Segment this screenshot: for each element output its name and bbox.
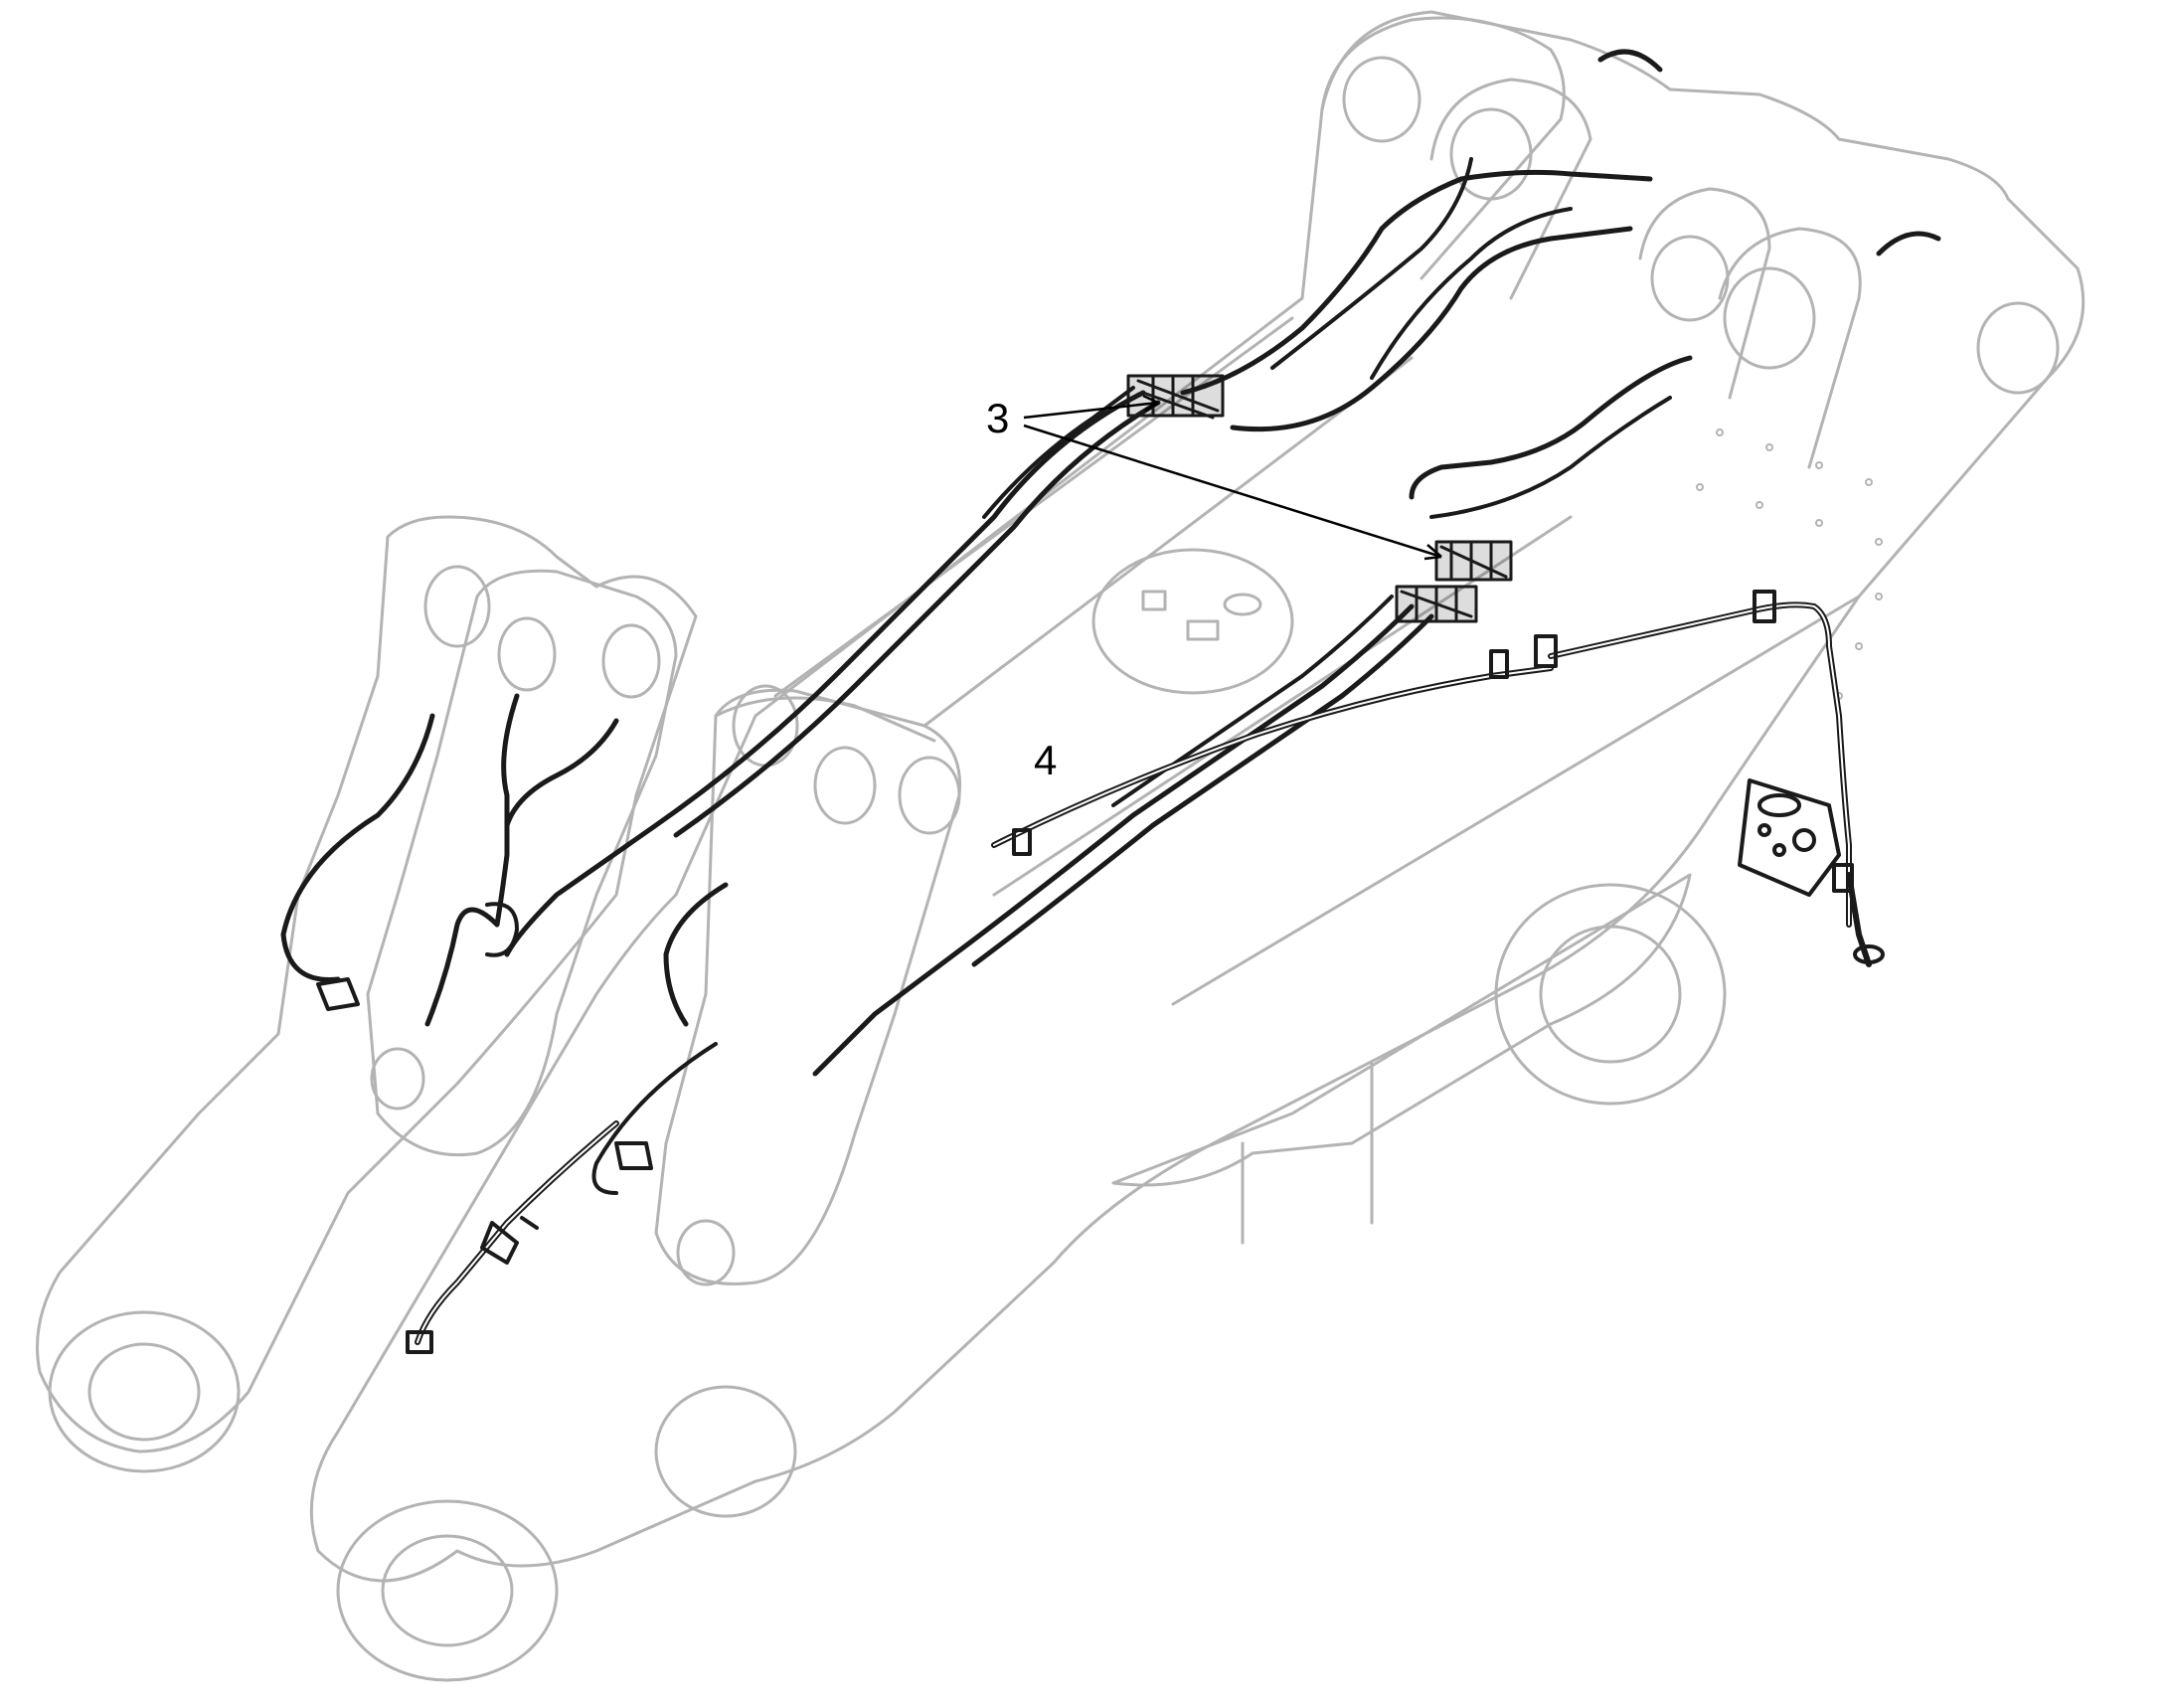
leader-three-to-upper-block [1023,401,1159,420]
cover-boss [1223,593,1262,616]
centre-lug-hose-clamp [614,1141,653,1170]
tube-right-run [1548,601,1852,928]
mount-bracket-plate [1738,778,1841,897]
tube-bracket-drop [1846,872,1872,967]
hose-top-far-right [1876,231,1941,256]
upper-lug-bore-4 [1723,266,1816,370]
centre-pivot-eye-inner [381,1534,514,1647]
centre-lug-side [714,696,936,743]
hose-top-right-end [1597,49,1663,73]
hose-upper-loop-2 [1230,226,1633,432]
hose-centre-lug-1 [663,882,729,1027]
hose-bundle-upper-a [504,390,1146,957]
upper-lug-plate-a [1320,16,1566,280]
boom-left-arm-outline [36,515,698,1453]
hose-left-arm-2 [494,693,520,928]
hose-right-valve-2 [1429,396,1672,519]
upper-lug-plate-d [1718,227,1862,469]
centre-pivot-eye-outer [336,1499,559,1682]
hose-right-valve-1 [1409,355,1693,500]
hose-bundle-upper-c [982,386,1135,519]
hose-upper-loop-3 [1370,207,1573,380]
valve-block-upper [1126,374,1225,420]
cover-bolt-2 [1186,619,1220,641]
boom-deck-edge-4 [1171,595,1861,1006]
valve-block-lower [1434,540,1513,582]
cover-bolt-1 [1141,590,1167,611]
centre-lug-bore-c [898,756,961,835]
tube-four-inner [993,667,1552,846]
hose-lower-end-fitting [406,1330,433,1354]
hose-left-arm-loop [485,902,519,957]
hose-upper-loop-1 [1180,169,1653,396]
hose-bundle-lower-b [971,613,1434,967]
hose-routing [280,49,1941,1354]
upper-lug-bore-1 [1342,56,1421,143]
left-pivot-eye-inner [87,1342,201,1442]
hose-left-arm-4 [424,907,500,1027]
boom-deck-edge-2 [922,356,1414,728]
centre-lug-bore-b [813,746,877,825]
hose-left-arm-3 [504,718,619,828]
tube-end-fitting [1853,944,1885,964]
hose-bundle-lower-c [1111,595,1394,807]
callout-label-three: 3 [986,395,1010,441]
upper-lug-plate-b [1429,78,1592,300]
tube-clamps [1012,590,1854,893]
lower-frame-bore [654,1385,797,1518]
valve-block-mid [1395,585,1478,623]
hose-bundle-lower-a [812,603,1415,1077]
left-lug-bore-a [497,616,557,692]
side-plate-bolt-holes [1696,428,1883,700]
upper-lug-plate-c [1638,187,1771,400]
callout-leaders [1023,394,1442,561]
frame-cutout [1111,873,1692,1187]
centre-lug-bore-lower [676,1219,736,1286]
tube-right-run-inner [1550,603,1850,926]
hose-lower-drop [415,1120,619,1345]
hose-to-upper-pin [1270,157,1473,370]
left-pivot-eye-outer [48,1310,241,1473]
leader-three-arrow-a [1142,394,1159,413]
hose-bundle-upper-b [673,400,1161,838]
upper-lug-bore-3 [1650,235,1730,322]
hose-left-arm-1 [280,713,435,982]
leader-three-to-lower-block [1023,424,1442,559]
leader-three-arrow-b [1423,544,1442,561]
left-lug-plate [366,569,678,1157]
hose-centre-lug-2 [591,1042,718,1195]
frame-large-eye-inner [1539,925,1682,1064]
left-lug-bore-upper [423,565,491,648]
inspection-cover [1091,548,1294,695]
hose-lower-drop-inner [417,1122,617,1343]
upper-lug-bore-5 [1976,301,2060,395]
centre-lug-bore-a [732,684,799,768]
hose-lower-clamp [480,1216,539,1265]
frame-large-eye-outer [1494,883,1727,1106]
left-lug-bore-lower [370,1047,425,1110]
left-arm-hose-clamp [316,977,360,1011]
left-lug-bore-b [601,623,661,699]
callout-label-four: 4 [1034,737,1058,783]
centre-lug-plate [654,688,962,1285]
